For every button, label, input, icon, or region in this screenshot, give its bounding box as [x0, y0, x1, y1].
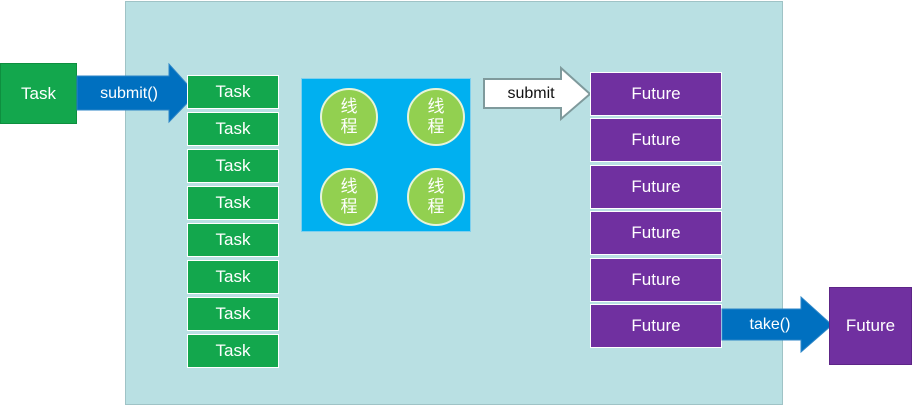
queue-task-label: Task	[215, 156, 251, 175]
thread-circle: 线 程	[407, 168, 465, 226]
submit-arrow-label: submit()	[100, 85, 158, 102]
thread-label-line1: 线	[427, 177, 445, 197]
queue-task-label: Task	[215, 341, 251, 360]
thread-label-line2: 程	[427, 117, 445, 137]
queue-task-item: Task	[187, 149, 279, 183]
incoming-task-label: Task	[21, 83, 56, 103]
thread-label-line2: 程	[340, 197, 358, 217]
queue-task-label: Task	[215, 304, 251, 323]
future-label: Future	[631, 316, 681, 335]
thread-circle: 线 程	[320, 168, 378, 226]
future-label: Future	[631, 177, 681, 196]
thread-label-line1: 线	[340, 97, 358, 117]
thread-label-line2: 程	[340, 117, 358, 137]
thread-label-line1: 线	[340, 177, 358, 197]
queue-task-label: Task	[215, 267, 251, 286]
queue-task-label: Task	[215, 82, 251, 101]
thread-pool: 线 程 线 程 线 程 线 程	[301, 78, 471, 232]
thread-label-line1: 线	[427, 97, 445, 117]
future-label: Future	[631, 84, 681, 103]
queue-task-item: Task	[187, 334, 279, 368]
submit-result-arrow-label: submit	[507, 85, 555, 102]
future-item: Future	[590, 304, 722, 348]
submit-result-arrow-icon	[483, 65, 592, 122]
future-item: Future	[590, 258, 722, 302]
future-item: Future	[590, 165, 722, 209]
thread-circle: 线 程	[407, 88, 465, 146]
queue-task-item: Task	[187, 112, 279, 146]
take-arrow-label: take()	[749, 316, 791, 333]
taken-future-box: Future	[829, 287, 912, 365]
future-label: Future	[631, 270, 681, 289]
future-label: Future	[631, 223, 681, 242]
future-item: Future	[590, 211, 722, 255]
thread-circle: 线 程	[320, 88, 378, 146]
queue-task-item: Task	[187, 223, 279, 257]
future-item: Future	[590, 72, 722, 116]
queue-task-label: Task	[215, 119, 251, 138]
take-arrow-icon	[721, 295, 833, 354]
queue-task-label: Task	[215, 193, 251, 212]
taken-future-label: Future	[845, 316, 896, 335]
incoming-task-box: Task	[0, 63, 77, 124]
queue-task-item: Task	[187, 260, 279, 294]
future-item: Future	[590, 118, 722, 162]
queue-task-item: Task	[187, 297, 279, 331]
queue-task-item: Task	[187, 186, 279, 220]
queue-task-item: Task	[187, 75, 279, 109]
submit-arrow-icon	[76, 62, 197, 124]
thread-label-line2: 程	[427, 197, 445, 217]
queue-task-label: Task	[215, 230, 251, 249]
future-label: Future	[631, 130, 681, 149]
